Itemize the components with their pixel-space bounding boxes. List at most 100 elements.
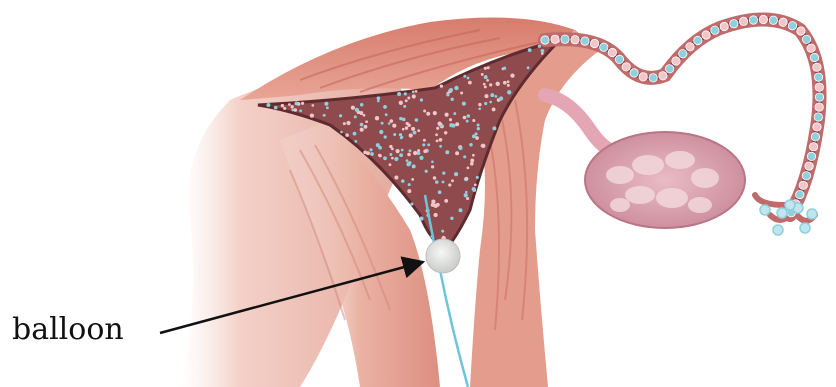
tube-bead <box>814 73 822 81</box>
tube-bead <box>600 43 608 51</box>
particle <box>474 184 477 187</box>
particle <box>442 171 445 174</box>
tube-bead <box>809 143 817 151</box>
tube-bead <box>694 36 702 44</box>
particle <box>366 151 370 155</box>
tube-bead <box>811 133 819 141</box>
particle <box>496 82 500 86</box>
particle <box>360 123 364 127</box>
particle <box>481 144 485 148</box>
tube-bead <box>608 48 616 56</box>
particle <box>455 122 459 126</box>
particle <box>541 49 545 53</box>
particle <box>378 154 381 157</box>
tube-bead <box>665 65 673 73</box>
balloon-label: balloon <box>12 315 124 345</box>
particle <box>507 84 510 87</box>
particle <box>407 153 411 157</box>
tube-bead <box>571 36 579 44</box>
particle <box>489 83 492 86</box>
particle <box>484 102 487 105</box>
particle <box>417 129 420 132</box>
tube-bead <box>814 113 822 121</box>
particle <box>499 96 503 100</box>
particle <box>435 133 438 136</box>
tube-bead <box>813 63 821 71</box>
tube-bead <box>615 55 623 63</box>
particle <box>360 103 363 106</box>
tube-bead <box>730 20 738 28</box>
particle <box>459 208 463 212</box>
particle <box>468 81 472 85</box>
particle <box>484 75 488 79</box>
particle <box>409 133 413 137</box>
particle <box>455 151 459 155</box>
tube-bead <box>815 83 823 91</box>
particle <box>400 137 403 140</box>
particle <box>407 189 411 193</box>
tube-bead <box>649 74 657 82</box>
particle <box>291 105 294 108</box>
particle <box>377 96 381 100</box>
particle <box>281 104 284 107</box>
tube-bead <box>759 15 767 23</box>
particle <box>472 154 475 157</box>
tube-bead <box>639 73 647 81</box>
particle <box>446 93 449 96</box>
tube-bead <box>779 18 787 26</box>
particle <box>379 130 383 134</box>
particle <box>439 138 443 142</box>
particle <box>503 81 507 85</box>
particle <box>283 107 286 110</box>
particle <box>465 191 468 194</box>
particle <box>389 163 392 166</box>
particle <box>419 156 423 160</box>
particle <box>484 94 488 98</box>
particle <box>441 230 444 233</box>
particle <box>404 92 407 95</box>
particle <box>453 112 456 115</box>
particle <box>426 112 430 116</box>
tube-bead <box>581 37 589 45</box>
particle <box>503 67 506 70</box>
particle <box>454 86 458 90</box>
particle <box>393 133 396 136</box>
particle <box>462 102 466 106</box>
particle <box>431 165 434 168</box>
particle <box>326 106 329 109</box>
released-particle <box>785 200 795 210</box>
particle <box>454 172 458 176</box>
particle <box>402 118 406 122</box>
particle <box>444 199 448 203</box>
particle <box>345 133 349 137</box>
particle <box>402 128 405 131</box>
particle <box>346 121 350 125</box>
particle <box>527 66 530 69</box>
particle <box>339 114 342 117</box>
particle <box>360 128 364 132</box>
particle <box>405 99 408 102</box>
particle <box>388 122 391 125</box>
particle <box>451 98 454 101</box>
particle <box>412 94 416 98</box>
particle <box>483 83 486 86</box>
particle <box>463 75 466 78</box>
particle <box>439 145 442 148</box>
particle <box>445 150 449 154</box>
particle <box>410 202 413 205</box>
particle <box>323 114 326 117</box>
particle <box>385 113 388 116</box>
particle <box>409 149 412 152</box>
particle <box>467 114 471 118</box>
particle <box>397 92 401 96</box>
particle <box>365 120 368 123</box>
tube-bead <box>720 22 728 30</box>
particle <box>354 115 357 118</box>
particle <box>343 122 346 125</box>
particle <box>324 102 328 106</box>
particle <box>354 140 357 143</box>
released-particle <box>800 223 810 233</box>
particle <box>383 105 387 109</box>
particle <box>467 167 470 170</box>
particle <box>376 143 380 147</box>
